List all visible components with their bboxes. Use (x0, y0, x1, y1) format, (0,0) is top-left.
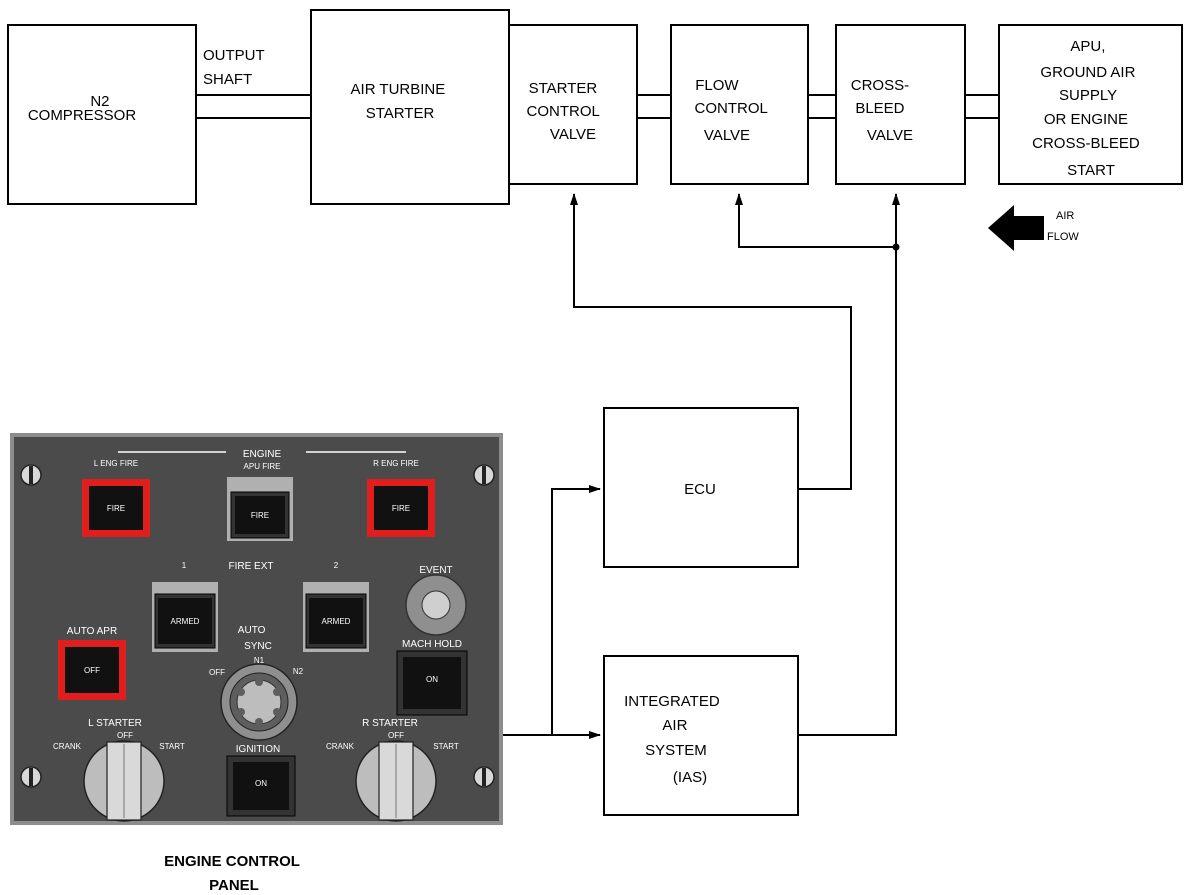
auto-sync-label: AUTO SYNC (238, 625, 272, 652)
junction-dot (892, 243, 900, 251)
mach-hold-label: MACH HOLD (402, 639, 462, 650)
apu-fire-button[interactable]: FIRE (227, 477, 293, 541)
air-supply-label: APU, GROUND AIR SUPPLY OR ENGINE CROSS-B… (1032, 38, 1144, 179)
l-eng-fire-button[interactable]: FIRE (82, 479, 150, 537)
output-shaft-label: OUTPUT SHAFT (203, 47, 269, 88)
panel-screw-bottom-left (20, 766, 42, 788)
ignition-button[interactable]: ON (226, 755, 296, 817)
ignition-label: IGNITION (236, 744, 280, 755)
flow-control-valve-box: FLOW CONTROL VALVE (670, 24, 809, 185)
r-starter-start: START (433, 742, 459, 751)
r-eng-fire-label: R ENG FIRE (373, 459, 419, 468)
cross-bleed-valve-box: CROSS- BLEED VALVE (835, 24, 966, 185)
mach-hold-button[interactable]: ON (396, 650, 468, 716)
ias-box: INTEGRATED AIR SYSTEM (IAS) (603, 655, 799, 816)
flow-control-valve-label: FLOW CONTROL VALVE (695, 77, 772, 144)
l-eng-fire-label: L ENG FIRE (94, 459, 138, 468)
ecu-label: ECU (684, 481, 716, 498)
n2-compressor-box: N2 COMPRESSOR (7, 24, 197, 205)
svg-text:ON: ON (255, 779, 267, 788)
fire-ext-label: FIRE EXT (228, 561, 273, 572)
bottle-2-label: 2 (334, 561, 339, 570)
l-starter-crank: CRANK (53, 742, 82, 751)
l-starter-off: OFF (117, 731, 133, 740)
air-turbine-starter-label: AIR TURBINE STARTER (351, 81, 450, 122)
panel-screw-top-left (20, 464, 42, 486)
starter-control-valve-label: STARTER CONTROL VALVE (527, 80, 604, 143)
starter-control-valve-box: STARTER CONTROL VALVE (508, 24, 638, 185)
svg-text:FIRE: FIRE (251, 511, 269, 520)
sync-n2-label: N2 (293, 667, 304, 676)
l-starter-label: L STARTER (88, 718, 142, 729)
bottle-1-label: 1 (182, 561, 187, 570)
panel-to-ecu-line (551, 485, 601, 735)
r-starter-off: OFF (388, 731, 404, 740)
engine-title: ENGINE (243, 449, 282, 460)
cross-bleed-valve-label: CROSS- BLEED VALVE (851, 77, 914, 144)
panel-caption: ENGINE CONTROL PANEL (164, 853, 304, 894)
ias-to-cbv-line (798, 193, 900, 736)
armed-2-button[interactable]: ARMED (303, 582, 369, 652)
air-turbine-starter-box: AIR TURBINE STARTER (310, 9, 510, 205)
output-shaft-connector: OUTPUT SHAFT (196, 47, 311, 119)
r-starter-crank: CRANK (326, 742, 355, 751)
apu-fire-label: APU FIRE (244, 462, 281, 471)
panel-screw-bottom-right (473, 766, 495, 788)
r-starter-label: R STARTER (362, 718, 418, 729)
svg-text:FIRE: FIRE (392, 504, 410, 513)
svg-text:ARMED: ARMED (322, 617, 351, 626)
sync-off-label: OFF (209, 668, 225, 677)
event-label: EVENT (419, 565, 452, 576)
ecu-to-scv-line (570, 193, 852, 490)
armed-1-button[interactable]: ARMED (152, 582, 218, 652)
svg-text:ARMED: ARMED (171, 617, 200, 626)
pipe-fcv-cbv (808, 94, 836, 119)
svg-text:OFF: OFF (84, 666, 100, 675)
engine-control-panel: ENGINE APU FIRE L ENG FIRE R ENG FIRE FI… (10, 433, 503, 825)
l-starter-knob[interactable] (83, 740, 165, 822)
auto-sync-knob[interactable] (220, 663, 298, 741)
r-starter-knob[interactable] (355, 740, 437, 822)
sync-n1-label: N1 (254, 656, 265, 665)
svg-text:FIRE: FIRE (107, 504, 125, 513)
ias-to-fcv-line (735, 193, 896, 248)
ias-label: INTEGRATED AIR SYSTEM (IAS) (624, 693, 724, 786)
ecu-box: ECU (603, 407, 799, 568)
r-eng-fire-button[interactable]: FIRE (367, 479, 435, 537)
pipe-scv-fcv (637, 94, 671, 119)
panel-screw-top-right (473, 464, 495, 486)
auto-apr-button[interactable]: OFF (58, 640, 126, 700)
air-flow-arrow: AIR FLOW (988, 205, 1079, 251)
l-starter-start: START (159, 742, 185, 751)
air-supply-box: APU, GROUND AIR SUPPLY OR ENGINE CROSS-B… (998, 24, 1183, 185)
svg-text:ON: ON (426, 675, 438, 684)
n2-compressor-label: N2 COMPRESSOR (28, 93, 137, 124)
air-flow-label: AIR FLOW (1047, 210, 1079, 243)
event-button[interactable] (405, 574, 467, 636)
pipe-cbv-supply (965, 94, 999, 119)
auto-apr-label: AUTO APR (67, 626, 117, 637)
